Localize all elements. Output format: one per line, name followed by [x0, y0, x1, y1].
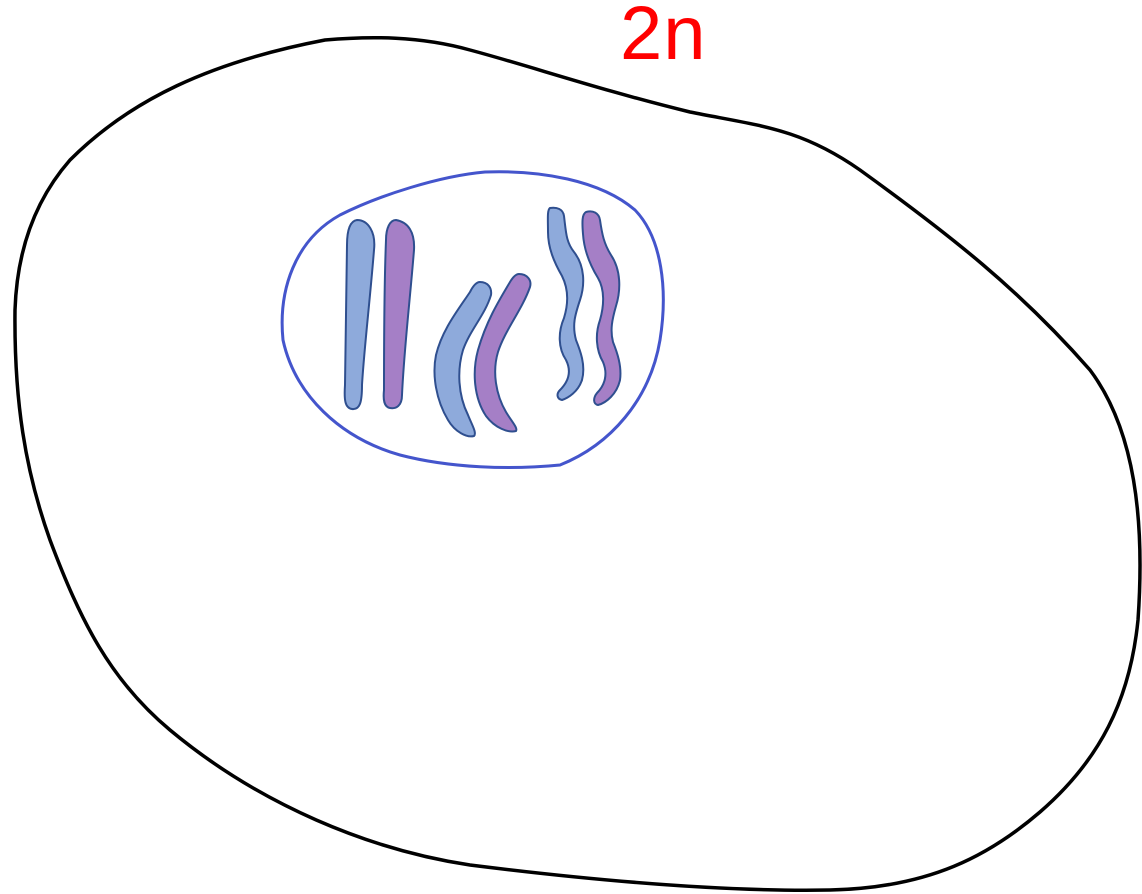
- chromosome-1a: [343, 218, 376, 411]
- chromosome-3b: [581, 210, 622, 407]
- chromosome-3a: [546, 206, 585, 402]
- ploidy-label: 2n: [620, 0, 707, 76]
- cell-membrane: [13, 35, 1142, 892]
- nuclear-envelope: [280, 170, 665, 470]
- chromosome-2b: [473, 272, 532, 433]
- chromosome-1b: [382, 218, 416, 410]
- chromosome-2a: [433, 280, 493, 438]
